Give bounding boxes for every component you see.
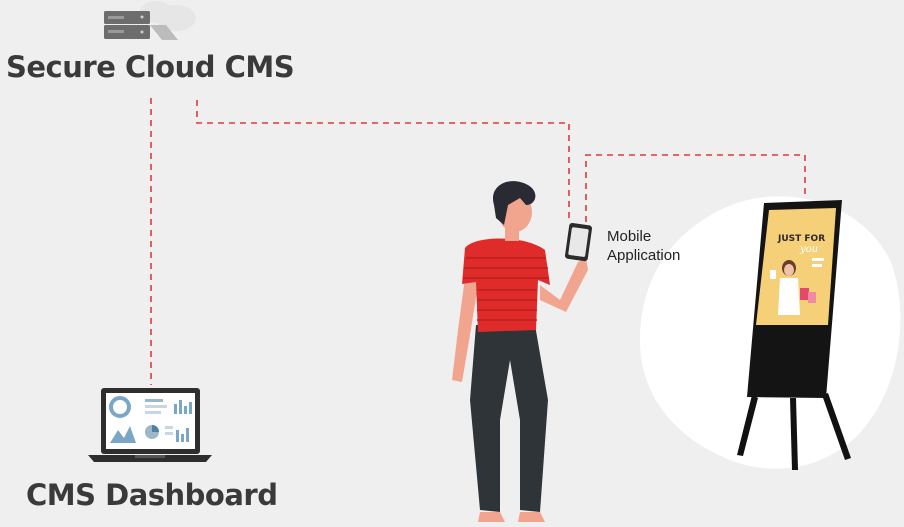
smartphone-icon — [564, 223, 593, 262]
kiosk-screen-headline: JUST FOR — [777, 234, 825, 244]
secure-cloud-cms-label: Secure Cloud CMS — [6, 50, 295, 84]
cms-dashboard-label: CMS Dashboard — [26, 478, 278, 512]
server-cloud-icon — [104, 1, 196, 40]
mobile-application-label: Mobile Application — [607, 227, 680, 265]
mobile-label-line2: Application — [607, 247, 681, 264]
connector-cloud-to-mobile — [196, 100, 570, 222]
digital-signage-stand-icon: JUST FOR you — [737, 200, 851, 470]
mobile-label-line1: Mobile — [607, 228, 652, 245]
connector-lines — [150, 98, 806, 385]
connector-mobile-to-kiosk — [585, 154, 806, 222]
laptop-dashboard-icon — [88, 388, 212, 462]
person-illustration — [452, 181, 588, 522]
kiosk-screen-script: you — [799, 244, 818, 255]
